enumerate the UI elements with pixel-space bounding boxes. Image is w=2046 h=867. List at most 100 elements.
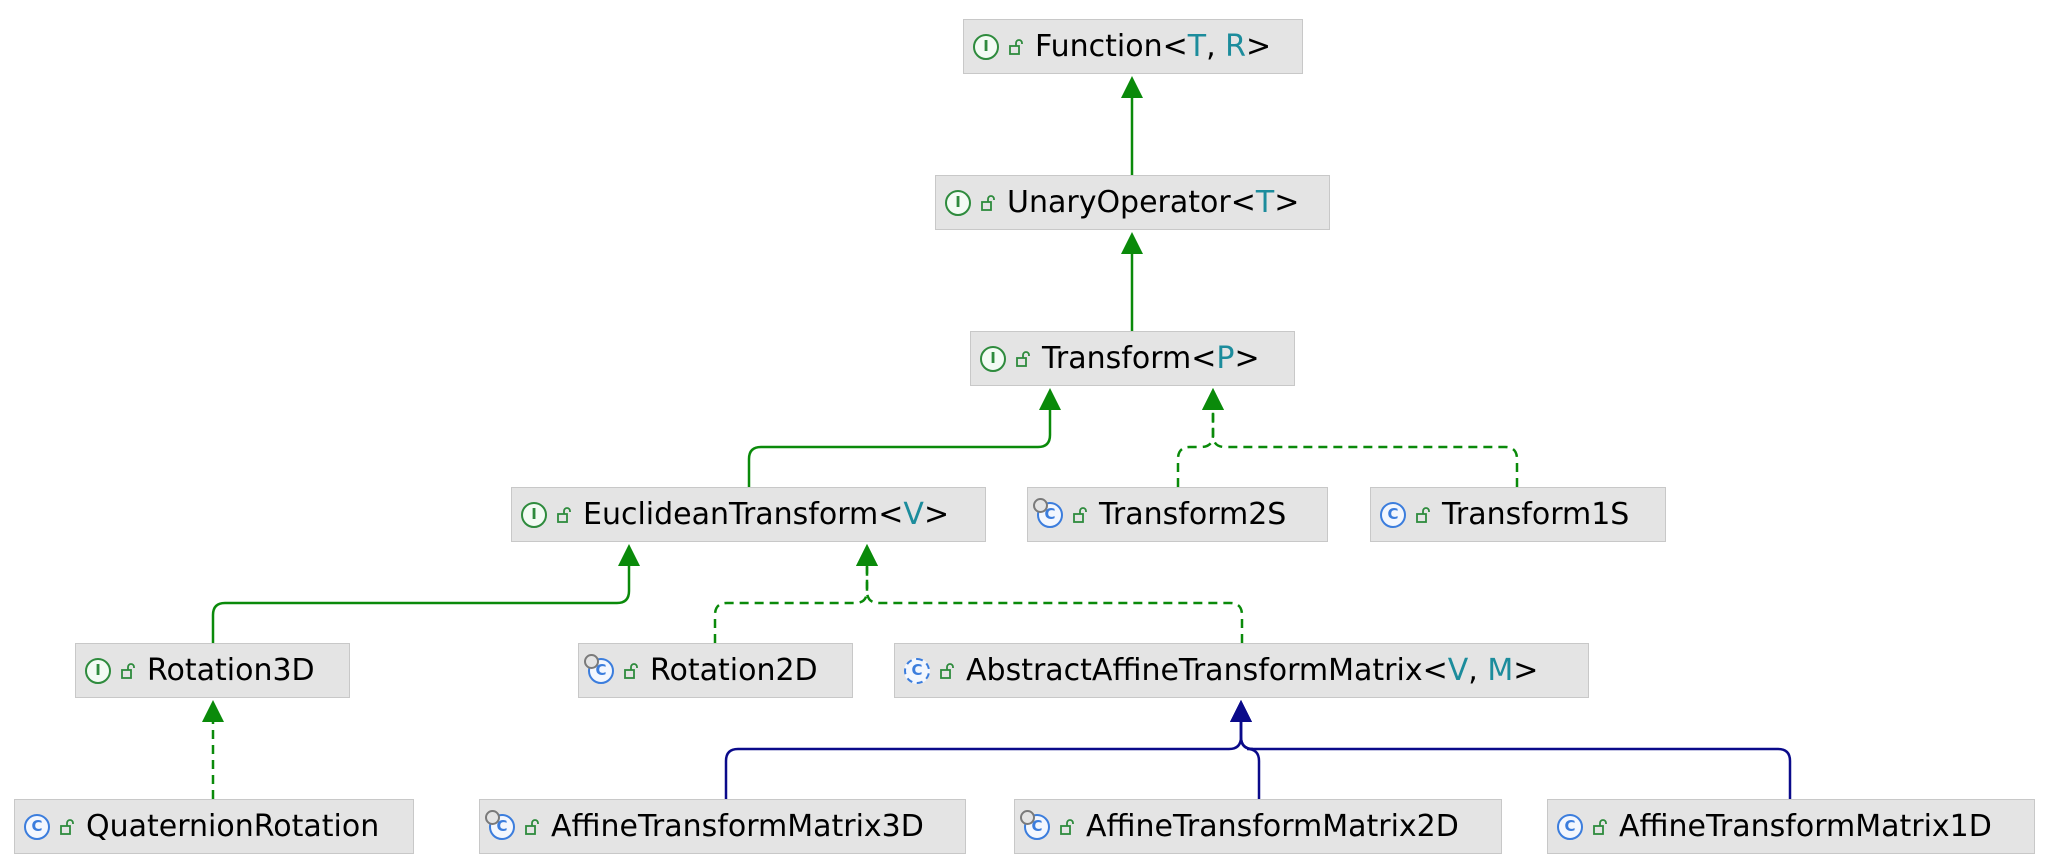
node-icons: I	[945, 189, 995, 216]
node-icons: I	[980, 345, 1030, 372]
node-icons: I	[973, 33, 1023, 60]
edge-affine3d-to-abstract-affine	[724, 722, 1243, 799]
node-affine2d[interactable]: C AffineTransformMatrix2D	[1014, 799, 1502, 854]
class-name: AbstractAffineTransformMatrix	[966, 653, 1423, 688]
interface-icon: I	[980, 345, 1006, 372]
edge-abstract-affine-to-euclidean-transform	[865, 566, 1244, 643]
edge-rotation2d-to-euclidean-transform	[713, 566, 869, 643]
final-class-icon: C	[485, 809, 515, 840]
final-marker-icon	[485, 809, 500, 825]
node-icons: C	[1020, 809, 1074, 840]
node-label: UnaryOperator<T>	[1007, 185, 1300, 220]
class-name: Transform	[1042, 341, 1192, 376]
arrowhead-transform-to-unary-operator	[1121, 232, 1143, 254]
arrowhead-quaternion-rotation-to-rotation3d	[202, 700, 224, 722]
node-label: AffineTransformMatrix1D	[1619, 809, 1992, 844]
node-rotation3d[interactable]: I Rotation3D	[75, 643, 350, 698]
class-name: Rotation2D	[650, 653, 818, 688]
public-lock-icon	[1073, 506, 1087, 523]
final-marker-icon	[584, 653, 599, 669]
public-lock-icon	[121, 662, 135, 679]
node-label: Rotation2D	[650, 653, 818, 688]
node-icons: C	[1033, 497, 1087, 528]
public-lock-icon	[557, 506, 571, 523]
node-icons: C	[485, 809, 539, 840]
class-icon: C	[24, 813, 50, 840]
node-label: AffineTransformMatrix3D	[551, 809, 924, 844]
class-name: AffineTransformMatrix1D	[1619, 809, 1992, 844]
public-lock-icon	[940, 662, 954, 679]
node-transform[interactable]: I Transform<P>	[970, 331, 1295, 386]
type-parameter: R	[1225, 29, 1247, 64]
node-label: Transform2S	[1099, 497, 1286, 532]
type-parameter: V	[1447, 653, 1469, 688]
node-affine3d[interactable]: C AffineTransformMatrix3D	[479, 799, 966, 854]
public-lock-icon	[1060, 818, 1074, 835]
interface-icon: I	[945, 189, 971, 216]
final-marker-icon	[1020, 809, 1035, 825]
type-parameter: M	[1487, 653, 1514, 688]
class-name: Transform2S	[1099, 497, 1287, 532]
class-name: EuclideanTransform	[583, 497, 879, 532]
public-lock-icon	[1593, 818, 1607, 835]
arrowhead-abstract-affine-to-euclidean-transform	[856, 544, 878, 566]
type-parameter: P	[1216, 341, 1235, 376]
class-icon: C	[1557, 813, 1583, 840]
class-name: AffineTransformMatrix3D	[551, 809, 924, 844]
node-icons: C	[1380, 501, 1430, 528]
edge-affine2d-to-abstract-affine	[1239, 722, 1261, 799]
node-label: Transform<P>	[1042, 341, 1260, 376]
class-name: Transform1S	[1442, 497, 1630, 532]
node-unary-operator[interactable]: I UnaryOperator<T>	[935, 175, 1330, 230]
node-function[interactable]: I Function<T, R>	[963, 19, 1303, 74]
node-quaternion-rotation[interactable]: C QuaternionRotation	[14, 799, 414, 854]
class-icon: C	[1380, 501, 1406, 528]
interface-icon: I	[973, 33, 999, 60]
node-icons: I	[85, 657, 135, 684]
public-lock-icon	[60, 818, 74, 835]
node-label: Rotation3D	[147, 653, 315, 688]
public-lock-icon	[981, 194, 995, 211]
node-label: Function<T, R>	[1035, 29, 1272, 64]
final-class-icon: C	[1020, 809, 1050, 840]
edge-transform1s-to-transform	[1211, 410, 1519, 487]
public-lock-icon	[1016, 350, 1030, 367]
type-parameter: T	[1187, 29, 1207, 64]
node-label: Transform1S	[1442, 497, 1629, 532]
node-label: QuaternionRotation	[86, 809, 379, 844]
node-icons: C	[24, 813, 74, 840]
node-abstract-affine[interactable]: C AbstractAffineTransformMatrix<V, M>	[894, 643, 1589, 698]
final-class-icon: C	[584, 653, 614, 684]
arrowhead-affine1d-to-abstract-affine	[1230, 700, 1252, 722]
node-label: AffineTransformMatrix2D	[1086, 809, 1459, 844]
public-lock-icon	[1009, 38, 1023, 55]
node-transform2s[interactable]: C Transform2S	[1027, 487, 1328, 542]
public-lock-icon	[525, 818, 539, 835]
node-icons: C	[904, 657, 954, 684]
edge-affine1d-to-abstract-affine	[1239, 722, 1792, 799]
node-label: AbstractAffineTransformMatrix<V, M>	[966, 653, 1539, 688]
node-icons: C	[584, 653, 638, 684]
final-class-icon: C	[1033, 497, 1063, 528]
class-name: QuaternionRotation	[86, 809, 380, 844]
interface-icon: I	[85, 657, 111, 684]
class-name: Function	[1035, 29, 1163, 64]
arrowhead-transform1s-to-transform	[1202, 388, 1224, 410]
node-icons: C	[1557, 813, 1607, 840]
arrowhead-euclidean-transform-to-transform	[1039, 388, 1061, 410]
public-lock-icon	[624, 662, 638, 679]
node-transform1s[interactable]: C Transform1S	[1370, 487, 1666, 542]
type-parameter: T	[1255, 185, 1275, 220]
class-name: UnaryOperator	[1007, 185, 1231, 220]
node-icons: I	[521, 501, 571, 528]
public-lock-icon	[1416, 506, 1430, 523]
node-rotation2d[interactable]: C Rotation2D	[578, 643, 853, 698]
arrowhead-unary-operator-to-function	[1121, 76, 1143, 98]
node-affine1d[interactable]: C AffineTransformMatrix1D	[1547, 799, 2035, 854]
node-label: EuclideanTransform<V>	[583, 497, 950, 532]
final-marker-icon	[1033, 497, 1048, 513]
interface-icon: I	[521, 501, 547, 528]
edge-euclidean-transform-to-transform	[747, 410, 1052, 487]
class-name: AffineTransformMatrix2D	[1086, 809, 1459, 844]
node-euclidean-transform[interactable]: I EuclideanTransform<V>	[511, 487, 986, 542]
